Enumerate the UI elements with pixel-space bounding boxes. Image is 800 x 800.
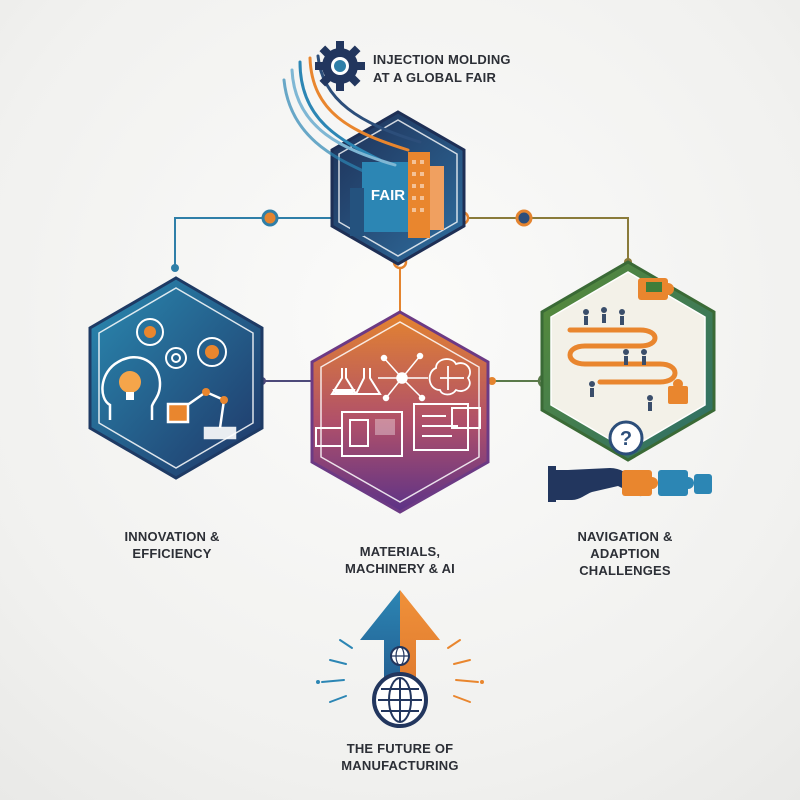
node-label-line: NAVIGATION & bbox=[577, 529, 673, 544]
robot-arm-icon bbox=[166, 388, 237, 440]
gear-icon bbox=[315, 41, 365, 91]
node-label-innovation: INNOVATION & EFFICIENCY bbox=[112, 528, 232, 562]
fair-badge: FAIR bbox=[371, 187, 405, 204]
footer-line-2: MANUFACTURING bbox=[341, 758, 459, 773]
question-icon: ? bbox=[608, 420, 644, 456]
node-label-line: MACHINERY & AI bbox=[345, 561, 455, 576]
lightbulb-head-icon bbox=[101, 356, 162, 420]
people-icons bbox=[583, 307, 653, 411]
globe-icon bbox=[372, 672, 428, 728]
node-label-line: MATERIALS, bbox=[359, 544, 441, 559]
diagram-title: INJECTION MOLDING AT A GLOBAL FAIR bbox=[373, 51, 511, 87]
gear-icon bbox=[136, 318, 227, 369]
node-label-materials: MATERIALS, MACHINERY & AI bbox=[340, 543, 460, 577]
network-icon bbox=[378, 352, 428, 402]
brain-icon bbox=[428, 358, 471, 396]
right-hexagon bbox=[540, 260, 716, 462]
svg-text:?: ? bbox=[620, 428, 632, 450]
burst-lines bbox=[316, 639, 484, 703]
node-label-line: EFFICIENCY bbox=[132, 546, 212, 561]
node-label-line: CHALLENGES bbox=[579, 563, 671, 578]
machine-icon bbox=[315, 403, 481, 457]
title-line-1: INJECTION MOLDING bbox=[373, 52, 511, 67]
puzzle-icon bbox=[668, 379, 688, 404]
flow-lines bbox=[282, 54, 422, 177]
left-hexagon bbox=[88, 276, 264, 480]
footer-line-1: THE FUTURE OF bbox=[346, 741, 454, 756]
node-label-line: INNOVATION & bbox=[124, 529, 220, 544]
globe-icon bbox=[390, 646, 410, 666]
middle-hexagon bbox=[310, 310, 490, 514]
top-hexagon: FAIR bbox=[282, 54, 466, 266]
footer-label: THE FUTURE OF MANUFACTURING bbox=[318, 740, 482, 774]
flask-icon bbox=[330, 368, 382, 395]
puzzle-icon bbox=[622, 470, 712, 496]
puzzle-icon bbox=[638, 278, 674, 300]
title-line-2: AT A GLOBAL FAIR bbox=[373, 70, 497, 85]
maze-icon bbox=[567, 327, 678, 385]
node-label-line: ADAPTION bbox=[590, 546, 660, 561]
node-label-navigation: NAVIGATION & ADAPTION CHALLENGES bbox=[560, 528, 690, 579]
